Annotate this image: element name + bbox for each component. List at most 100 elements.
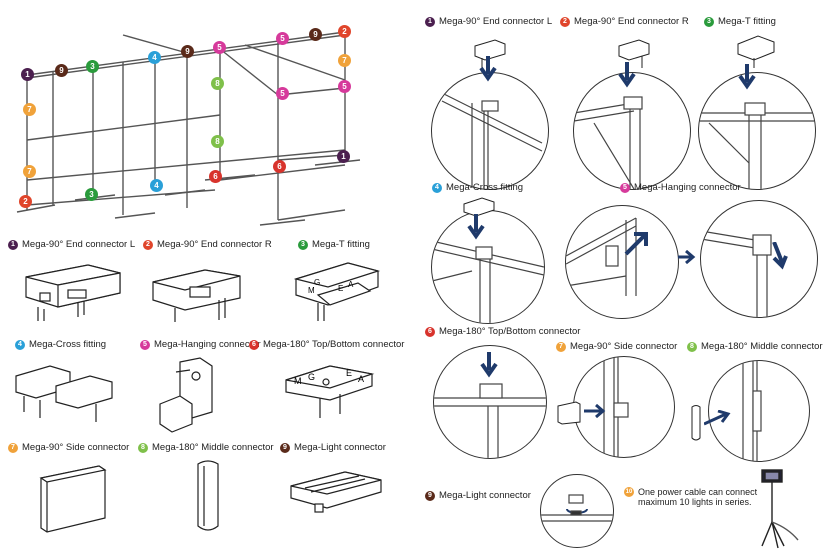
step-number-6: 6	[425, 326, 435, 337]
frame-badge-1b: 1	[337, 150, 350, 163]
step-8-detail-circle	[708, 360, 810, 462]
step-6-detail-circle	[433, 345, 547, 459]
frame-badge-7b: 7	[23, 103, 36, 116]
part-label-4: 4 Mega-Cross fitting	[15, 339, 106, 350]
engraved-e-2: E	[346, 368, 352, 378]
note-line-2: maximum 10 lights in series.	[638, 497, 752, 507]
step-2-arrow	[618, 62, 636, 88]
step-5a-detail-circle	[565, 205, 679, 319]
frame-badge-5b: 5	[276, 32, 289, 45]
step-9-detail-circle	[540, 474, 614, 548]
step-7-side-part	[557, 401, 581, 425]
part-name-7: Mega-90° Side connector	[22, 442, 130, 453]
part-label-7: 7 Mega-90° Side connector	[8, 442, 129, 453]
step-label-1: 1 Mega-90° End connector L	[425, 16, 552, 27]
step-5b-arrow	[772, 242, 788, 270]
part-number-7: 7	[8, 442, 18, 453]
frame-badge-9b: 9	[181, 45, 194, 58]
part-drawing-cross-fitting	[15, 365, 113, 422]
frame-badge-5a: 5	[213, 41, 226, 54]
step-1-detail-circle	[431, 72, 549, 190]
step-label-2: 2 Mega-90° End connector R	[560, 16, 689, 27]
part-number-5: 5	[140, 339, 150, 350]
step-name-2: Mega-90° End connector R	[574, 16, 689, 27]
step-label-9: 9 Mega-Light connector	[425, 490, 531, 501]
part-label-8: 8 Mega-180° Middle connector	[138, 442, 274, 453]
frame-badge-1a: 1	[21, 68, 34, 81]
step-6-arrow	[480, 352, 498, 378]
part-name-4: Mega-Cross fitting	[29, 339, 107, 350]
part-name-5: Mega-Hanging connector	[154, 339, 261, 350]
step-1-arrow	[479, 56, 497, 82]
part-number-9: 9	[280, 442, 290, 453]
frame-badge-4b: 4	[150, 179, 163, 192]
frame-badge-5d: 5	[338, 80, 351, 93]
part-drawing-t-fitting: G M E A	[293, 262, 381, 321]
step-label-6: 6 Mega-180° Top/Bottom connector	[425, 326, 580, 337]
part-drawing-90-side-connector	[39, 465, 107, 533]
step-4-arrow	[467, 214, 485, 240]
engraved-e-1: E	[338, 284, 343, 293]
part-drawing-hanging-connector	[159, 357, 213, 433]
step-number-4: 4	[432, 182, 442, 193]
engraved-a-1: A	[348, 280, 354, 289]
step-name-1: Mega-90° End connector L	[439, 16, 553, 27]
frame-badge-6a: 6	[209, 170, 222, 183]
part-drawing-light-connector	[290, 471, 382, 513]
part-number-2: 2	[143, 239, 153, 250]
step-5a-arrow	[624, 232, 648, 256]
power-note: 10 One power cable can connect maximum 1…	[624, 487, 757, 507]
step-name-7: Mega-90° Side connector	[570, 341, 678, 352]
step-4-detail-circle	[431, 210, 545, 324]
step-label-4: 4 Mega-Cross fitting	[432, 182, 523, 193]
frame-badge-8a: 8	[211, 77, 224, 90]
step-3-detail-circle	[698, 72, 816, 190]
part-number-8: 8	[138, 442, 148, 453]
step-label-3: 3 Mega-T fitting	[704, 16, 776, 27]
step-label-5: 5 Mega-Hanging connector	[620, 182, 741, 193]
part-name-1: Mega-90° End connector L	[22, 239, 136, 250]
step-7-arrow	[584, 404, 606, 418]
frame-badge-6b: 6	[273, 160, 286, 173]
step-8-middle-part	[691, 405, 701, 441]
part-label-9: 9 Mega-Light connector	[280, 442, 386, 453]
frame-badge-9a: 9	[55, 64, 68, 77]
step-number-7: 7	[556, 341, 566, 352]
engraved-g-2: G	[308, 372, 315, 382]
part-drawing-180-middle-connector	[197, 460, 219, 531]
part-drawing-180-top-bottom: M G E A	[285, 365, 375, 418]
part-name-3: Mega-T fitting	[312, 239, 370, 250]
step-name-3: Mega-T fitting	[718, 16, 776, 27]
step-name-5: Mega-Hanging connector	[634, 182, 741, 193]
step-7-detail-circle	[573, 356, 675, 458]
step-label-8: 8 Mega-180° Middle connector	[687, 341, 823, 352]
frame-badge-5c: 5	[276, 87, 289, 100]
part-drawing-end-connector-l	[25, 264, 121, 321]
part-name-8: Mega-180° Middle connector	[152, 442, 274, 453]
step-name-8: Mega-180° Middle connector	[701, 341, 823, 352]
step-5b-detail-circle	[700, 200, 818, 318]
engraved-m-1: M	[308, 286, 315, 295]
part-label-1: 1 Mega-90° End connector L	[8, 239, 135, 250]
frame-badge-7c: 7	[23, 165, 36, 178]
note-number: 10	[624, 487, 634, 497]
step-number-2: 2	[560, 16, 570, 27]
frame-badge-8b: 8	[211, 135, 224, 148]
step-5-transition-arrow	[678, 250, 696, 264]
step-number-9: 9	[425, 490, 435, 501]
part-name-9: Mega-Light connector	[294, 442, 386, 453]
step-number-5: 5	[620, 182, 630, 193]
frame-drawing	[16, 31, 361, 226]
frame-badge-4a: 4	[148, 51, 161, 64]
step-number-1: 1	[425, 16, 435, 27]
frame-badge-7a: 7	[338, 54, 351, 67]
frame-badge-2b: 2	[19, 195, 32, 208]
engraved-m-2: M	[294, 376, 302, 386]
light-stand-drawing	[761, 469, 799, 549]
part-number-3: 3	[298, 239, 308, 250]
step-name-4: Mega-Cross fitting	[446, 182, 524, 193]
step-4-connector-part	[463, 197, 495, 217]
note-line-1: One power cable can connect	[638, 487, 758, 497]
part-label-3: 3 Mega-T fitting	[298, 239, 370, 250]
frame-badge-2a: 2	[338, 25, 351, 38]
